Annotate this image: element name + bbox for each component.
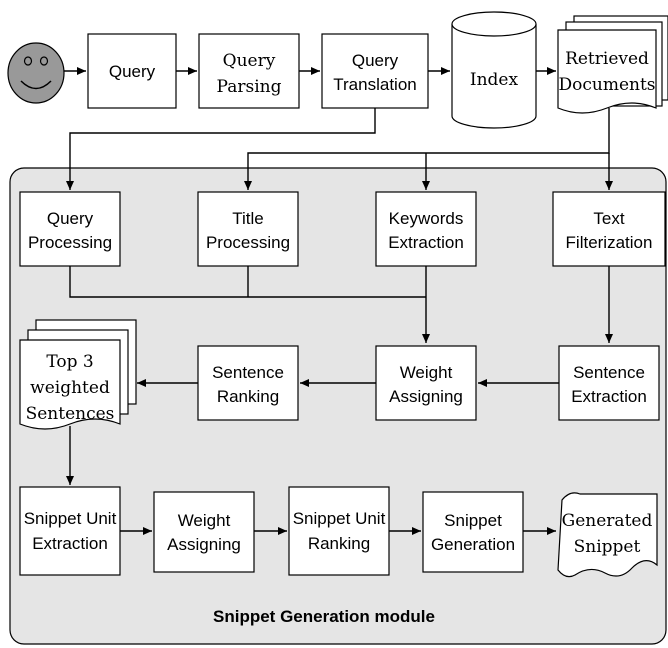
keywords-extraction-label-line2: Extraction (388, 233, 464, 252)
query-translation-label-line2: Translation (333, 75, 416, 94)
sentence-ranking-label-line1: Sentence (212, 363, 284, 382)
top-sentences-label-line2: weighted (30, 378, 110, 398)
index-label: Index (470, 70, 519, 90)
edge-query-processing-to-weight-assigning (69, 266, 426, 298)
text-filterization-node: Text Filterization (552, 191, 666, 267)
edge-translation-to-query-processing (66, 108, 376, 190)
snippet-unit-extraction-node: Snippet Unit Extraction (19, 486, 121, 576)
keywords-extraction-label-line1: Keywords (389, 209, 464, 228)
generated-snippet-document: Generated Snippet (557, 492, 658, 578)
query-node: Query (87, 33, 177, 109)
query-translation-label-line1: Query (352, 51, 399, 70)
weight-assigning-2-node: Weight Assigning (153, 491, 255, 573)
sentence-ranking-label-line2: Ranking (217, 387, 279, 406)
title-processing-label-line2: Processing (206, 233, 290, 252)
query-translation-node: Query Translation (321, 33, 429, 109)
snippet-generation-label-line2: Generation (431, 535, 515, 554)
snippet-unit-ranking-label-line2: Ranking (308, 534, 370, 553)
sentence-extraction-label-line2: Extraction (571, 387, 647, 406)
weight-assigning-label-line1: Weight (400, 363, 453, 382)
query-parsing-label-line1: Query (223, 51, 276, 71)
weight-assigning-2-label-line1: Weight (178, 511, 231, 530)
query-label: Query (109, 62, 156, 81)
top-sentences-stack: Top 3 weighted Sentences (19, 319, 137, 430)
smiley-face-icon (7, 42, 65, 104)
retrieved-documents-stack: Retrieved Documents (557, 15, 668, 114)
generated-snippet-label-line1: Generated (562, 511, 653, 531)
text-filterization-label-line2: Filterization (566, 233, 653, 252)
weight-assigning-node: Weight Assigning (375, 345, 477, 421)
snippet-unit-ranking-node: Snippet Unit Ranking (288, 486, 390, 576)
snippet-generation-label-line1: Snippet (444, 511, 502, 530)
sentence-extraction-node: Sentence Extraction (558, 345, 660, 421)
top-sentences-label-line3: Sentences (26, 404, 115, 424)
weight-assigning-label-line2: Assigning (389, 387, 463, 406)
sentence-extraction-label-line1: Sentence (573, 363, 645, 382)
module-title: Snippet Generation module (213, 607, 435, 626)
text-filterization-label-line1: Text (593, 209, 624, 228)
keywords-extraction-node: Keywords Extraction (375, 191, 477, 267)
title-processing-node: Title Processing (197, 191, 299, 267)
retrieved-documents-label-line1: Retrieved (565, 49, 649, 69)
sentence-ranking-node: Sentence Ranking (197, 345, 299, 421)
weight-assigning-2-label-line2: Assigning (167, 535, 241, 554)
snippet-unit-extraction-label-line1: Snippet Unit (24, 509, 117, 528)
query-parsing-label-line2: Parsing (217, 77, 282, 97)
top-sentences-label-line1: Top 3 (46, 352, 93, 372)
edge-documents-to-title-processing (244, 108, 610, 190)
generated-snippet-label-line2: Snippet (574, 537, 641, 557)
title-processing-label-line1: Title (232, 209, 264, 228)
query-processing-label-line2: Processing (28, 233, 112, 252)
index-cylinder: Index (451, 11, 537, 129)
query-processing-node: Query Processing (19, 191, 121, 267)
snippet-unit-ranking-label-line1: Snippet Unit (293, 509, 386, 528)
query-processing-label-line1: Query (47, 209, 94, 228)
snippet-unit-extraction-label-line2: Extraction (32, 534, 108, 553)
query-parsing-node: Query Parsing (198, 33, 300, 109)
snippet-generation-node: Snippet Generation (422, 491, 524, 573)
retrieved-documents-label-line2: Documents (558, 75, 655, 95)
